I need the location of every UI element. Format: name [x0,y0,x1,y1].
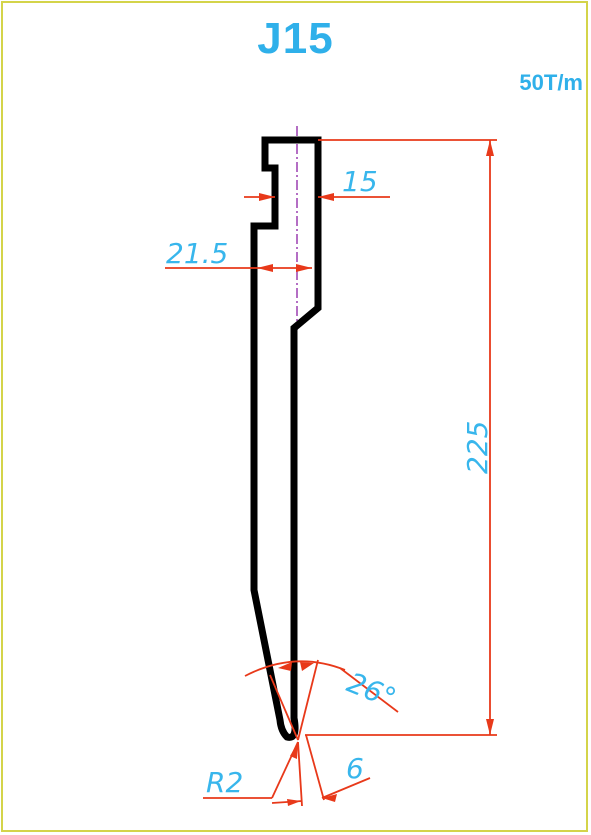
tip-angle-dimension [244,659,399,741]
top-width-arrow-right [318,193,334,201]
body-width-label: 21.5 [166,237,228,270]
top-width-arrow-left [259,193,275,201]
tip-offset-label: 6 [346,752,364,785]
tip-angle-arrow-right [300,662,314,671]
tool-outline [250,136,322,741]
tip-offset-dimension [271,734,371,807]
tip-radius-label: R2 [206,766,243,799]
tool-title: J15 [257,14,334,63]
height-label: 225 [461,421,494,474]
top-width-label: 15 [342,165,378,198]
height-dimension [305,139,497,736]
tip-angle-arrow-left [278,662,292,671]
tip-offset-arrow-right [322,794,337,802]
tonnage-rating: 50T/m [519,70,583,95]
body-width-arrow-right [296,264,312,272]
body-width-arrow-left [257,264,273,272]
height-arrow-bottom [486,719,494,735]
tip-offset-arrow-left [287,799,301,806]
height-arrow-top [486,140,494,156]
tip-radius-arrow [290,742,298,759]
